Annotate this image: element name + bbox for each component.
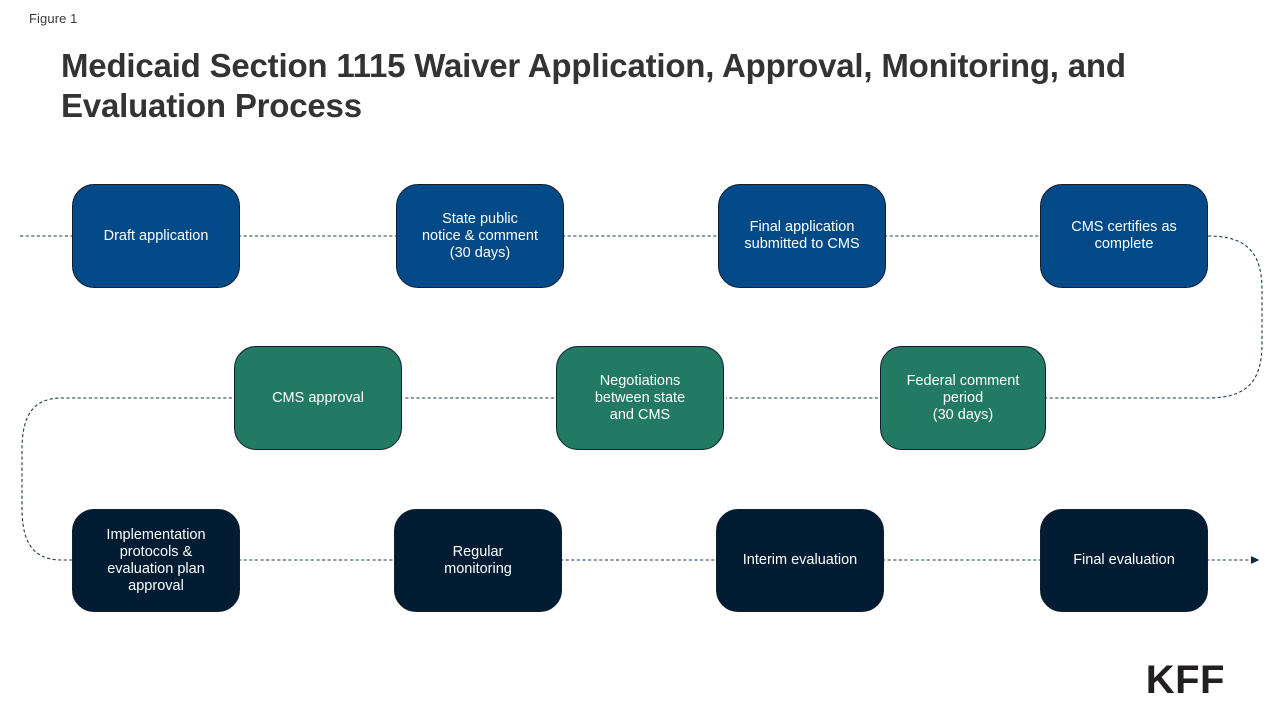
flow-node-final-evaluation[interactable]: Final evaluation [1040,509,1208,612]
flow-node-state-public-notice[interactable]: State public notice & comment (30 days) [396,184,564,288]
flow-node-label: Interim evaluation [742,552,858,568]
page-title: Medicaid Section 1115 Waiver Application… [61,47,1126,124]
flow-node-draft-application[interactable]: Draft application [72,184,240,288]
flow-node-label: CMS approval [272,389,364,406]
flow-node-label: CMS certifies as complete [1071,219,1177,252]
flow-node-label: Draft application [103,227,209,244]
flow-node-regular-monitoring[interactable]: Regular monitoring [394,509,562,612]
flow-node-label: Implementation protocols & evaluation pl… [106,526,206,594]
figure-number-label: Figure 1 [29,11,78,26]
flow-node-negotiations-state-cms[interactable]: Negotiations between state and CMS [556,346,724,450]
flow-node-cms-certifies-complete[interactable]: CMS certifies as complete [1040,184,1208,288]
flow-node-final-application-submitted[interactable]: Final application submitted to CMS [718,184,886,288]
kff-logo: KFF [1145,658,1225,702]
flow-node-interim-evaluation[interactable]: Interim evaluation [716,509,884,612]
flow-node-label: Negotiations between state and CMS [594,372,686,423]
flow-node-label: Regular monitoring [444,543,512,577]
flow-node-label: State public notice & comment (30 days) [421,210,539,261]
flow-node-label: Final application submitted to CMS [744,219,860,252]
flow-node-federal-comment-period[interactable]: Federal comment period (30 days) [880,346,1046,450]
flow-node-label: Final evaluation [1073,552,1175,568]
flow-node-implementation-protocols[interactable]: Implementation protocols & evaluation pl… [72,509,240,612]
flow-node-cms-approval[interactable]: CMS approval [234,346,402,450]
flow-node-label: Federal comment period (30 days) [906,372,1020,423]
